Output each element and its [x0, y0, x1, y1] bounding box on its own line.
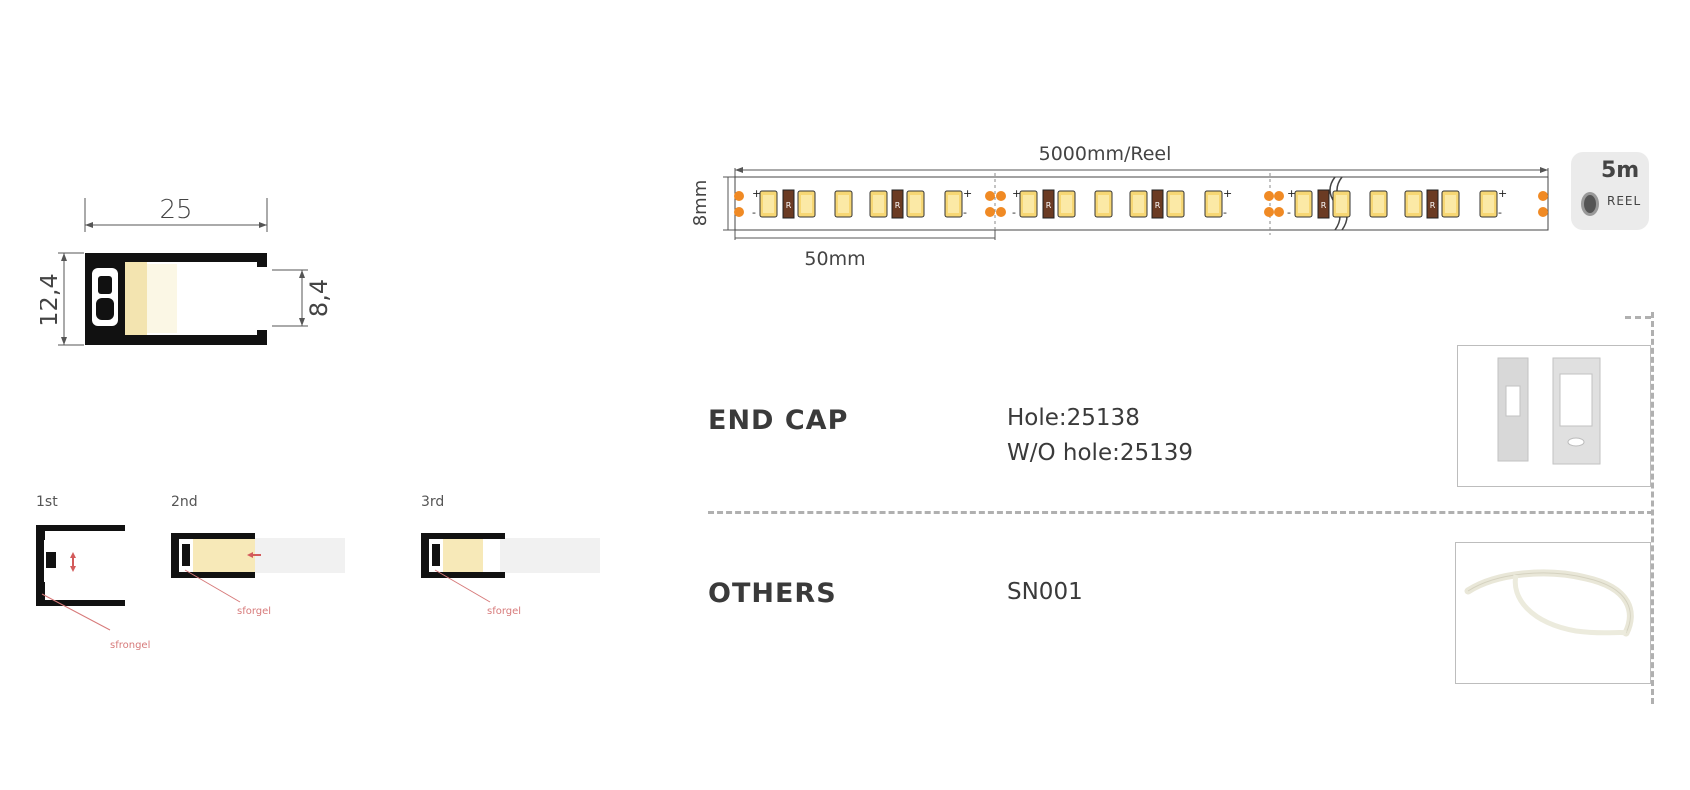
solder-pad: [1274, 207, 1284, 217]
resistor-mark: R: [1321, 201, 1327, 210]
solder-pad: [1264, 191, 1274, 201]
led-chip-core: [1336, 195, 1347, 213]
resistor-mark: R: [1430, 201, 1436, 210]
plus-sign: +: [963, 187, 972, 200]
accessory-value: SN001: [1007, 579, 1083, 605]
others-image: [1455, 542, 1651, 684]
solder-pad: [985, 191, 995, 201]
led-chip-core: [1208, 195, 1219, 213]
end-cap-icon: [1497, 357, 1601, 465]
dashed-divider-horizontal: [708, 511, 1653, 514]
led-chip-core: [873, 195, 884, 213]
resistor: [1151, 189, 1164, 219]
led-chip-core: [1023, 195, 1034, 213]
resistor-mark: R: [895, 201, 901, 210]
resistor: [891, 189, 904, 219]
led-strip-diagram: 5000mm/Reel 8mm 50mm + - R R + - + - R R + - + - R R + -: [690, 143, 1549, 270]
plus-sign: +: [1012, 187, 1021, 200]
led-chip-core: [1133, 195, 1144, 213]
led-chip-core: [801, 195, 812, 213]
step-label: 1st: [36, 494, 58, 510]
install-step-3: 3rd sforgel: [421, 494, 600, 617]
step-label: 2nd: [171, 494, 198, 510]
led-chip-core: [1098, 195, 1109, 213]
minus-sign: -: [1223, 206, 1227, 219]
led-chip-core: [763, 195, 774, 213]
minus-sign: -: [1012, 206, 1016, 219]
led-chip-core: [1408, 195, 1419, 213]
plus-sign: +: [1498, 187, 1507, 200]
led-chip-core: [838, 195, 849, 213]
resistor: [1042, 189, 1055, 219]
plus-sign: +: [1223, 187, 1232, 200]
solder-pad: [1264, 207, 1274, 217]
led-chip-core: [1298, 195, 1309, 213]
profile-body: [85, 253, 267, 345]
accessory-name: OTHERS: [708, 578, 837, 609]
dashed-divider-vertical: [1651, 312, 1654, 704]
strip-width-label: 8mm: [690, 180, 711, 227]
resistor: [782, 189, 795, 219]
profile-cross-section: 25 12,4 8,4: [40, 195, 333, 346]
install-step-1: 1st sfrongel: [36, 494, 150, 651]
accessory-name: END CAP: [708, 405, 849, 436]
solder-pad: [996, 207, 1006, 217]
step-note: sforgel: [237, 606, 271, 617]
solder-pad: [734, 207, 744, 217]
led-chip-core: [948, 195, 959, 213]
solder-pad: [1538, 191, 1548, 201]
profile-inner-height-label: 8,4: [305, 279, 333, 317]
install-steps: 1st sfrongel 2nd sforgel 3rd sforgel: [30, 490, 600, 660]
solder-pad: [985, 207, 995, 217]
accessory-value: Hole:25138: [1007, 405, 1140, 431]
step-note: sfrongel: [110, 640, 150, 651]
led-chip-core: [1170, 195, 1181, 213]
reel-unit: REEL: [1607, 194, 1642, 208]
accessory-value: W/O hole:25139: [1007, 440, 1194, 466]
resistor: [1426, 189, 1439, 219]
minus-sign: -: [1287, 206, 1291, 219]
strip-length-label: 5000mm/Reel: [1039, 143, 1172, 165]
solder-pad: [1538, 207, 1548, 217]
step-label: 3rd: [421, 494, 444, 510]
led-chip-core: [1373, 195, 1384, 213]
profile-height-label: 12,4: [40, 273, 63, 326]
plus-sign: +: [1287, 187, 1296, 200]
minus-sign: -: [963, 206, 967, 219]
solder-pad: [996, 191, 1006, 201]
led-chip-core: [1061, 195, 1072, 213]
minus-sign: -: [1498, 206, 1502, 219]
led-chip-core: [1445, 195, 1456, 213]
resistor: [1317, 189, 1330, 219]
end-cap-image: [1457, 345, 1651, 487]
resistor-mark: R: [1046, 201, 1052, 210]
resistor-mark: R: [1155, 201, 1161, 210]
reel-icon: [1581, 192, 1599, 216]
dashed-tick: [1625, 316, 1651, 319]
solder-pad: [1274, 191, 1284, 201]
minus-sign: -: [752, 206, 756, 219]
sealant-tube-icon: [1464, 569, 1634, 637]
strip-cut-label: 50mm: [804, 248, 865, 270]
led-chip-core: [910, 195, 921, 213]
reel-size: 5m: [1601, 158, 1640, 183]
profile-width-label: 25: [159, 195, 192, 225]
install-step-2: 2nd sforgel: [171, 494, 345, 617]
resistor-mark: R: [786, 201, 792, 210]
step-note: sforgel: [487, 606, 521, 617]
solder-pad: [734, 191, 744, 201]
plus-sign: +: [752, 187, 761, 200]
led-chip-core: [1483, 195, 1494, 213]
reel-badge: 5m REEL: [1571, 152, 1649, 230]
